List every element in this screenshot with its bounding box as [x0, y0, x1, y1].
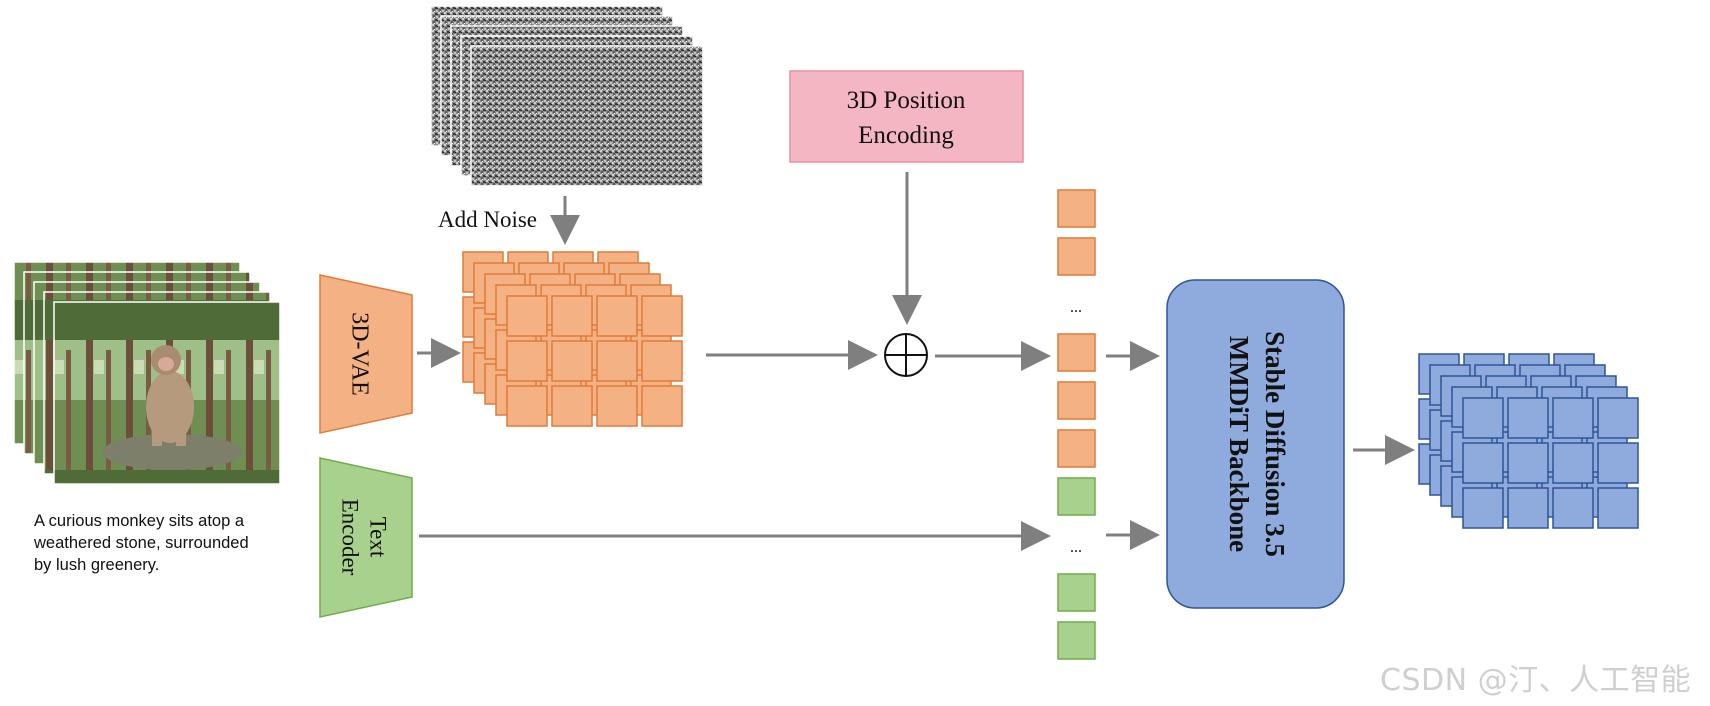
- output-cube: [1597, 442, 1639, 484]
- add-noise-label: Add Noise: [438, 207, 537, 232]
- output-cube: [1552, 397, 1594, 439]
- text-encoder-label-line2: Encoder: [338, 499, 363, 576]
- text-encoder: Text Encoder: [319, 457, 413, 618]
- latent-cube: [506, 340, 548, 382]
- latent-token: [1057, 189, 1096, 228]
- latent-cube: [551, 385, 593, 427]
- latent-token: [1057, 381, 1096, 420]
- position-encoding-box: 3D Position Encoding: [789, 70, 1024, 163]
- watermark: CSDN @汀、人工智能: [1380, 663, 1692, 698]
- latent-token: [1057, 237, 1096, 276]
- output-cube: [1462, 442, 1504, 484]
- position-encoding-label-line1: 3D Position: [847, 87, 966, 114]
- vae-label: 3D-VAE: [346, 312, 372, 396]
- position-encoding-label-line2: Encoding: [858, 122, 954, 149]
- text-token: [1057, 621, 1096, 660]
- latent-cube: [551, 295, 593, 337]
- latent-grid: [462, 251, 683, 427]
- output-cube: [1507, 442, 1549, 484]
- latent-cube: [506, 295, 548, 337]
- output-cube: [1552, 487, 1594, 529]
- output-cube: [1462, 487, 1504, 529]
- latent-token: [1057, 333, 1096, 372]
- backbone-label-line2: MMDiT Backbone: [1224, 336, 1254, 552]
- addition-operator-icon: [884, 333, 928, 377]
- output-cube: [1462, 397, 1504, 439]
- backbone-block: Stable Diffusion 3.5 MMDiT Backbone: [1166, 279, 1345, 609]
- output-cube: [1507, 487, 1549, 529]
- latent-cube: [641, 295, 683, 337]
- noise-frames: [430, 5, 704, 187]
- video-frame: [53, 301, 281, 485]
- text-prompt-caption: A curious monkey sits atop a weathered s…: [34, 512, 249, 574]
- output-cube: [1597, 397, 1639, 439]
- text-token: [1057, 477, 1096, 516]
- latent-cube: [596, 295, 638, 337]
- output-grid: [1418, 353, 1639, 529]
- output-cube: [1597, 487, 1639, 529]
- latent-cube: [596, 340, 638, 382]
- token-ellipsis: ...: [1070, 299, 1082, 316]
- token-sequence: ......: [1057, 189, 1096, 660]
- latent-cube: [551, 340, 593, 382]
- input-video-frames: [13, 261, 281, 485]
- latent-cube: [641, 340, 683, 382]
- output-cube: [1552, 442, 1594, 484]
- latent-cube: [641, 385, 683, 427]
- latent-cube: [506, 385, 548, 427]
- token-ellipsis: ...: [1070, 539, 1082, 556]
- backbone-label-line1: Stable Diffusion 3.5: [1260, 331, 1290, 557]
- latent-token: [1057, 429, 1096, 468]
- output-cube: [1507, 397, 1549, 439]
- noise-frame: [470, 45, 704, 187]
- text-encoder-label-line1: Text: [366, 517, 391, 558]
- text-token: [1057, 573, 1096, 612]
- vae-encoder: 3D-VAE: [319, 274, 413, 434]
- latent-cube: [596, 385, 638, 427]
